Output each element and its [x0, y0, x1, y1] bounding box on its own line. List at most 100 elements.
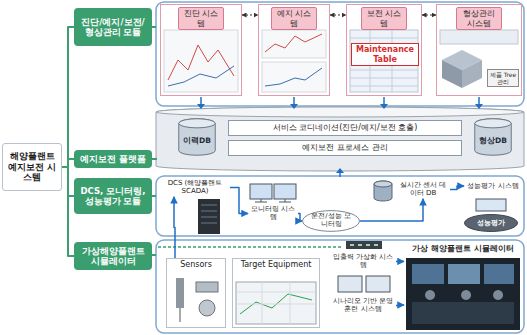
database-cylinder: 이력DB: [178, 118, 216, 156]
node-text: DCS, 모니터링, 성능평가 모듈: [77, 186, 149, 206]
cad-block: [462, 60, 482, 88]
module-label: 진단/예지/보전/형상관리 모듈: [74, 8, 152, 46]
node-text: Target Equipment: [241, 260, 312, 270]
node-text: 입출력 가상화 시스템: [331, 253, 395, 270]
control-desk: [412, 302, 514, 324]
cylinder-body: [475, 119, 511, 155]
node-text: 실시간 센서 데이터 DB: [397, 181, 449, 198]
platform-cylinder-top: [156, 107, 524, 117]
platform-cylinder: [156, 107, 524, 171]
sensor-probe: [176, 278, 184, 308]
equipment-grid: [236, 282, 316, 324]
connector: [242, 15, 258, 16]
component-label: 실시간 센서 데이터 DB: [396, 180, 450, 199]
node-text: 예지보전 프로세스 관리: [302, 143, 387, 153]
control-room-screen: [484, 264, 514, 284]
sensor-gauge: [199, 300, 215, 316]
equipment-screen: [236, 282, 316, 324]
chart-line: [265, 34, 322, 52]
system-panel: 예지 시스템: [258, 4, 330, 96]
node-text: DCS (해양플랜트 SCADA): [161, 179, 229, 196]
connector: [62, 167, 74, 256]
training-screen: [366, 276, 390, 292]
node-text: Maintenance Table: [353, 45, 417, 64]
chart-frame: [262, 30, 326, 58]
simulator-panel: 가상 해양플랜트 시뮬레이터: [404, 244, 522, 331]
component-label: 시나리오 기반 운영 훈련 시스템: [330, 296, 396, 315]
connector: [396, 261, 404, 263]
node-text: 예지 시스템: [271, 7, 317, 30]
dcs-panel: [156, 176, 524, 236]
simulator-area: [156, 240, 524, 333]
system-panel: 보전 시스템Maintenance Table: [346, 4, 422, 96]
function-ellipse: 성능평가: [464, 214, 518, 232]
system-panel: 형상관리 시스템제품 Tree 관리: [436, 4, 522, 96]
process-box: 서비스 코디네이션(진단/예지/보전 호출): [228, 120, 462, 136]
cad-toolbar: [440, 30, 518, 44]
ellipse-shape: [465, 215, 518, 232]
database-icon: [374, 181, 392, 201]
sensor-cable: [180, 308, 181, 322]
connector: [396, 304, 404, 306]
operator-figures: [425, 290, 503, 300]
system-panel: 진단 시스템: [160, 4, 242, 96]
function-ellipse: 운전/성능 모니터링: [302, 210, 360, 232]
ellipse-shape: [303, 211, 360, 232]
cylinder-body: [179, 119, 215, 155]
connector: [62, 27, 74, 167]
database-cylinder: 형상DB: [474, 118, 512, 156]
node-text: 진단/예지/보전/형상관리 모듈: [77, 17, 149, 37]
chart-frame: [164, 30, 238, 92]
component-label: 성능평가 시스템: [464, 180, 522, 192]
monitor-icon: [476, 199, 506, 211]
node-text: 운전/성능 모니터링: [308, 213, 354, 229]
server-icon: [198, 199, 220, 234]
node-text: 이력DB: [183, 136, 211, 145]
node-text: 형상관리 시스템: [456, 7, 502, 30]
component-label: 모니터링 시스템: [248, 204, 298, 223]
monitor-stand: [255, 199, 291, 202]
module-label: DCS, 모니터링, 성능평가 모듈: [74, 178, 152, 214]
virtual-signal-line: [158, 246, 343, 248]
connector: [174, 197, 175, 258]
node-text: 성능평가 시스템: [467, 182, 518, 190]
sensor-body: [196, 282, 218, 292]
control-room-screen: [448, 264, 480, 284]
node-text: 시나리오 기반 운영 훈련 시스템: [331, 297, 395, 314]
table-grid: [350, 30, 418, 92]
node-text: Sensors: [180, 260, 212, 270]
chart-frame: [262, 62, 326, 92]
equipment-panel: Sensors: [166, 258, 226, 328]
node-text: 성능평가: [477, 219, 505, 227]
component-label: 입출력 가상화 시스템: [330, 252, 396, 271]
connector: [230, 187, 248, 213]
tree-tag: 제품 Tree 관리: [487, 69, 519, 87]
node-text: 형상DB: [479, 136, 507, 145]
control-room: [406, 258, 520, 330]
connector: [298, 213, 302, 221]
node-text: 가상해양플랜트 시뮬레이터: [77, 246, 149, 266]
chart-line: [265, 68, 322, 86]
training-screen: [338, 276, 362, 292]
system-box: 해양플랜트 예지보전 시스템: [2, 143, 62, 191]
module-label: 예지보전 플랫폼: [74, 150, 152, 168]
call-arrow: [201, 97, 479, 177]
io-device-ports: [350, 244, 378, 246]
process-box: 예지보전 프로세스 관리: [228, 140, 462, 156]
call-arrowhead: [197, 104, 483, 173]
chart-line: [168, 66, 234, 86]
node-text: 모니터링 시스템: [249, 205, 297, 222]
server-slots: [201, 205, 217, 223]
module-label: 가상해양플랜트 시뮬레이터: [74, 242, 152, 270]
monitor-icon: [274, 184, 296, 199]
node-text: 해양플랜트 예지보전 시스템: [6, 151, 58, 183]
component-label: DCS (해양플랜트 SCADA): [160, 178, 230, 197]
database-icon-top: [374, 181, 392, 187]
cad-block: [442, 60, 462, 88]
equipment-panel: Target Equipment: [232, 258, 320, 328]
node-text: 제품 Tree 관리: [489, 71, 517, 85]
connector: [450, 186, 464, 189]
node-text: 서비스 코디네이션(진단/예지/보전 호출): [273, 123, 418, 133]
table-banner: Maintenance Table: [351, 43, 419, 66]
connector: [62, 159, 74, 167]
